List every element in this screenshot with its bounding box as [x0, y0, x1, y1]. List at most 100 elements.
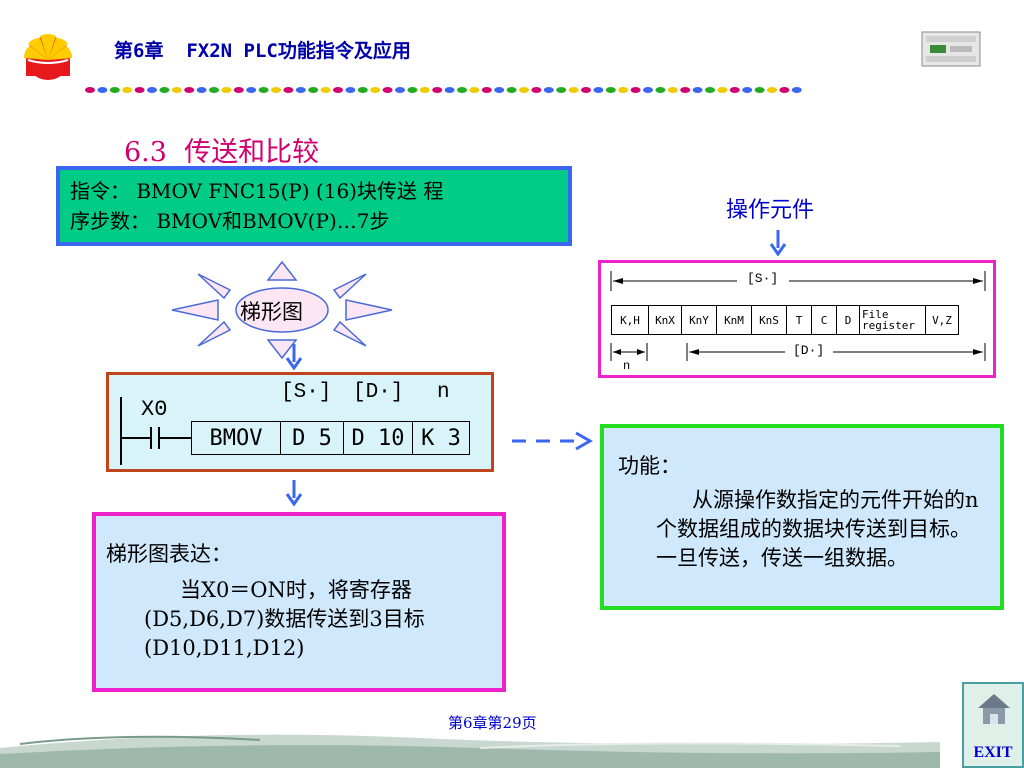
- decorative-dot: [432, 87, 443, 93]
- decorative-dot: [469, 87, 480, 93]
- plc-device-icon: [921, 31, 981, 67]
- decorative-dot: [209, 87, 219, 93]
- decorative-dot: [171, 87, 182, 93]
- decorative-dot: [357, 87, 368, 93]
- arrow-down-icon: [285, 480, 303, 506]
- decorative-dot: [147, 87, 157, 93]
- decorative-dot: [407, 87, 418, 93]
- decorative-dot: [333, 87, 343, 93]
- function-title: 功能：: [618, 454, 681, 478]
- section-title: 6.3 传送和比较: [124, 137, 320, 168]
- decorative-dot: [457, 87, 467, 93]
- decorative-dot: [556, 87, 567, 93]
- function-text: 从源操作数指定的元件开始的n个数据组成的数据块传送到目标。一旦传送，传送一组数据…: [656, 488, 979, 570]
- ladder-contact-label: X0: [141, 397, 168, 422]
- operand-cell: D: [837, 306, 860, 334]
- expression-text: 当X0＝ON时，将寄存器(D5,D6,D7)数据传送到3目标(D10,D11,D…: [144, 578, 425, 660]
- decorative-dot: [283, 87, 294, 93]
- decorative-dot: [543, 87, 554, 93]
- starburst-label: 梯形图: [240, 300, 303, 324]
- ladder-n-head: n: [437, 381, 450, 404]
- page-number: 第6章第29页: [448, 714, 537, 732]
- ladder-instruction-row: BMOV D 5 D 10 K 3: [191, 421, 470, 455]
- decorative-dot: [593, 87, 604, 93]
- decorative-dot: [531, 87, 542, 93]
- arrow-down-icon: [769, 230, 787, 256]
- decorative-dot: [767, 87, 777, 93]
- starburst-shape: [171, 260, 393, 360]
- decorative-dot: [729, 87, 740, 93]
- expression-body: 当X0＝ON时，将寄存器(D5,D6,D7)数据传送到3目标(D10,D11,D…: [144, 576, 492, 663]
- decorative-dot: [481, 87, 492, 93]
- ladder-d-head: [D·]: [353, 381, 404, 404]
- decorative-dot: [717, 87, 728, 93]
- decorative-dot: [233, 87, 244, 93]
- footer-decoration: [0, 734, 940, 768]
- ladder-cell-dest: D 10: [344, 422, 413, 454]
- operand-d-label: [D·]: [793, 343, 825, 358]
- operand-cell: C: [812, 306, 837, 334]
- decorative-dot: [705, 87, 715, 93]
- decorative-dot: [395, 87, 405, 93]
- operand-cell: V,Z: [932, 313, 952, 327]
- company-logo-icon: [24, 34, 72, 80]
- operand-n-label: n: [623, 359, 631, 373]
- instruction-text: 指令： BMOV FNC15(P) (16)块传送 程 序步数： BMOV和BM…: [70, 176, 558, 236]
- exit-label[interactable]: EXIT: [973, 744, 1013, 761]
- decorative-dot: [605, 87, 616, 93]
- ladder-lines: [120, 397, 191, 465]
- operand-cell-row: K,H KnX KnY KnM KnS T C D File register …: [611, 305, 959, 335]
- decorative-dot: [630, 87, 641, 93]
- decorative-dot: [494, 87, 505, 93]
- instruction-line-2: 序步数： BMOV和BMOV(P)…7步: [70, 209, 390, 233]
- operand-cell: K,H: [612, 306, 649, 334]
- ladder-cell-op: BMOV: [192, 422, 281, 454]
- decorative-dot: [444, 87, 455, 93]
- decorative-dot: [308, 87, 319, 93]
- decorative-dot: [370, 87, 381, 93]
- function-body: 从源操作数指定的元件开始的n个数据组成的数据块传送到目标。一旦传送，传送一组数据…: [656, 486, 986, 573]
- decorative-dot: [618, 87, 629, 93]
- operand-cell: KnS: [752, 306, 787, 334]
- operand-cell: T: [787, 306, 812, 334]
- operand-label: 操作元件: [726, 198, 815, 223]
- decorative-dot: [196, 87, 207, 93]
- decorative-dot: [655, 87, 666, 93]
- decorative-dotted-line: [85, 87, 802, 93]
- decorative-dot: [519, 87, 529, 93]
- decorative-dot: [692, 87, 703, 93]
- decorative-dot: [754, 87, 765, 93]
- decorative-dot: [382, 87, 393, 93]
- exit-button[interactable]: EXIT: [962, 682, 1024, 768]
- decorative-dot: [345, 87, 356, 93]
- decorative-dot: [742, 87, 753, 93]
- arrow-down-icon: [285, 344, 303, 370]
- decorative-dot: [419, 87, 430, 93]
- decorative-dot: [667, 87, 678, 93]
- operand-s-label: [S·]: [747, 271, 779, 286]
- operand-cell: KnM: [717, 306, 752, 334]
- ladder-s-head: [S·]: [281, 381, 332, 404]
- chapter-title: 第6章 FX2N PLC功能指令及应用: [114, 40, 411, 62]
- decorative-dot: [221, 87, 232, 93]
- operand-range-lines: [610, 271, 986, 361]
- home-icon[interactable]: [976, 690, 1012, 728]
- instruction-box: 指令： BMOV FNC15(P) (16)块传送 程 序步数： BMOV和BM…: [56, 166, 572, 246]
- decorative-dot: [779, 87, 790, 93]
- decorative-dot: [680, 87, 691, 93]
- arrow-right-dashed-icon: [512, 431, 594, 451]
- instruction-line-1: 指令： BMOV FNC15(P) (16)块传送 程: [70, 179, 444, 203]
- expression-title: 梯形图表达：: [106, 542, 232, 566]
- decorative-dot: [246, 87, 257, 93]
- operand-cell: KnY: [682, 306, 717, 334]
- ladder-cell-count: K 3: [421, 425, 461, 451]
- decorative-dot: [320, 87, 331, 93]
- decorative-dot: [568, 87, 579, 93]
- operand-cell: File register: [860, 306, 926, 334]
- expression-box: 梯形图表达： 当X0＝ON时，将寄存器(D5,D6,D7)数据传送到3目标(D1…: [92, 512, 506, 692]
- decorative-dot: [258, 87, 269, 93]
- function-box: 功能： 从源操作数指定的元件开始的n个数据组成的数据块传送到目标。一旦传送，传送…: [600, 424, 1004, 610]
- decorative-dot: [184, 87, 195, 93]
- ladder-diagram: X0 [S·] [D·] n BMOV D 5 D 10 K 3: [106, 372, 494, 472]
- decorative-dot: [295, 87, 306, 93]
